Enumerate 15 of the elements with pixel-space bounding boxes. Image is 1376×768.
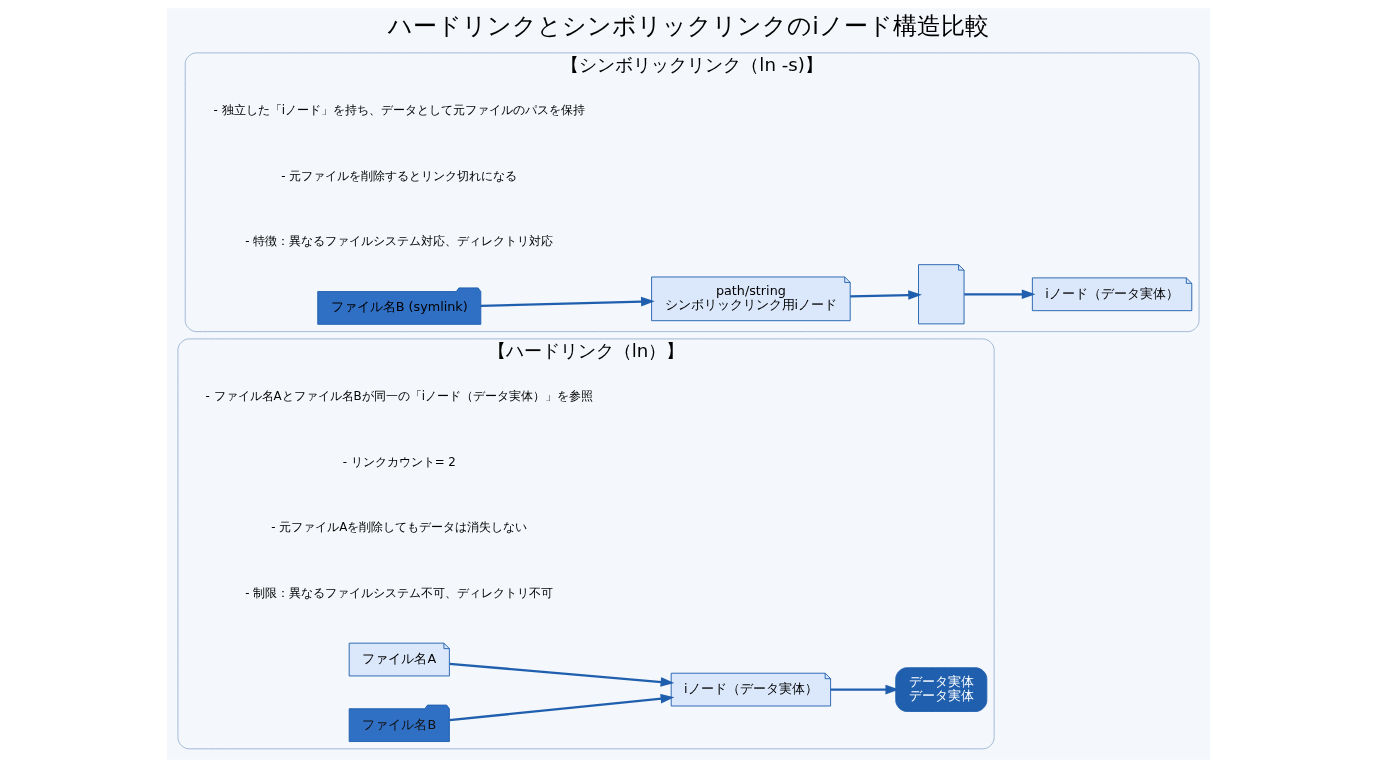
node-box: データ実体 データ実体 xyxy=(894,667,987,712)
arrow xyxy=(448,662,674,687)
arrow xyxy=(963,289,1035,300)
arrow xyxy=(849,290,922,300)
label: - 元ファイルを削除するとリンク切れになる xyxy=(280,168,517,183)
diagram-title: ハードリンクとシンボリックリンクのiノード構造比較 xyxy=(387,12,989,41)
label: - 独立した「iノード」を持ち、データとして元ファイルのパスを保持 xyxy=(213,103,585,118)
arrow xyxy=(448,693,674,722)
label: - 特徴：異なるファイルシステム対応、ディレクトリ対応 xyxy=(244,234,553,249)
arrow xyxy=(830,684,899,695)
label: - 元ファイルAを削除してもデータは消失しない xyxy=(270,520,527,535)
label: - リンクカウント= 2 xyxy=(342,454,456,469)
label: - 制限：異なるファイルシステム不可、ディレクトリ不可 xyxy=(244,586,553,601)
arrow xyxy=(480,296,655,307)
label: - ファイル名Aとファイル名Bが同一の「iノード（データ実体）」を参照 xyxy=(205,389,593,404)
